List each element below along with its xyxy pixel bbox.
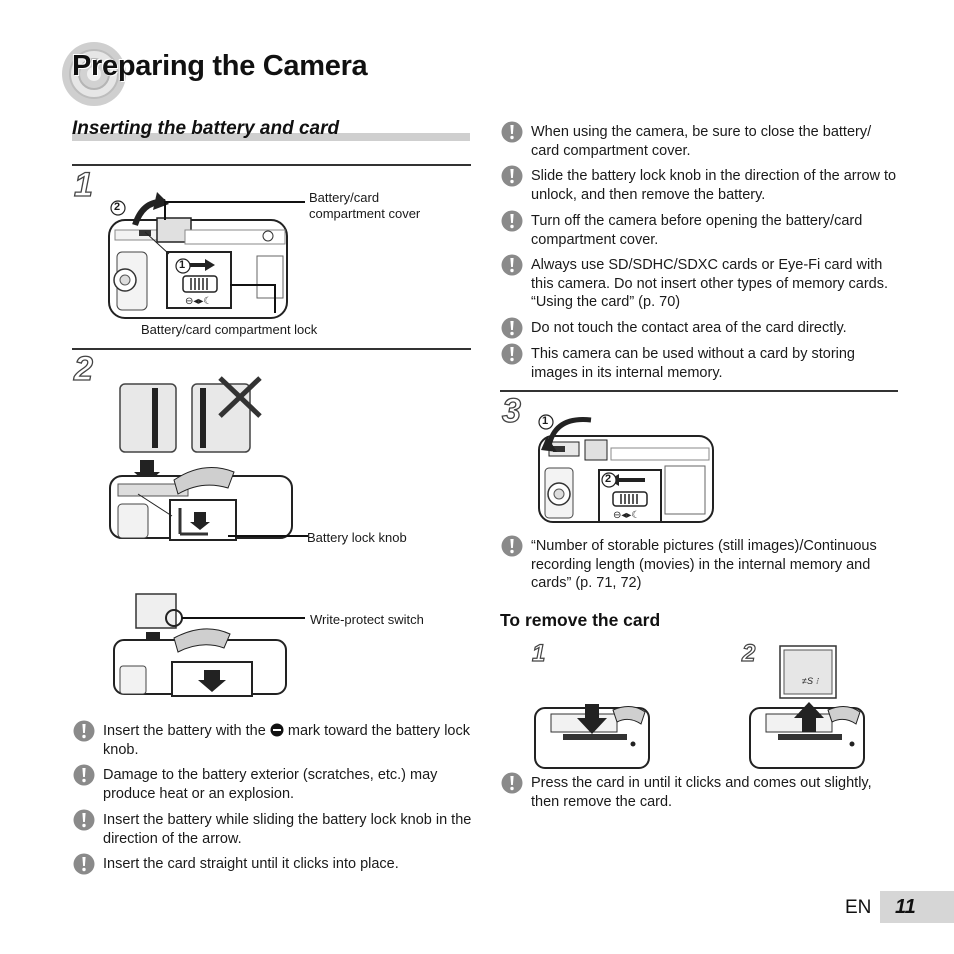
marker-1-circle: [538, 414, 554, 430]
marker-1-circle: [175, 258, 191, 274]
note-press-card: Press the card in until it clicks and co…: [501, 772, 901, 811]
note-contact-area: Do not touch the contact area of the car…: [501, 317, 901, 339]
callout-write-protect: Write-protect switch: [310, 612, 424, 627]
step-1-number: 1: [73, 166, 93, 204]
caution-icon: [73, 853, 95, 875]
step-2-rule: [72, 348, 471, 350]
note-insert-card: Insert the card straight until it clicks…: [73, 853, 473, 875]
note-close-cover: When using the camera, be sure to close …: [501, 121, 901, 160]
note-unlock-battery: Slide the battery lock knob in the direc…: [501, 165, 901, 204]
remove-step-1-number: 1: [531, 640, 546, 667]
remove-card-heading: To remove the card: [500, 610, 661, 630]
page-title: Preparing the Camera: [72, 50, 368, 82]
note-battery-damage: Damage to the battery exterior (scratche…: [73, 764, 473, 803]
remove-step-1-illustration: [534, 704, 650, 769]
caution-icon: [501, 254, 523, 276]
remove-step-2-number: 2: [741, 640, 756, 667]
step-1-rule: [72, 164, 471, 166]
marker-2-circle: [110, 200, 126, 216]
minus-circle-icon: [270, 723, 284, 737]
caution-icon: [501, 317, 523, 339]
caution-icon: [73, 720, 95, 742]
svg-text:⊖◂▸☾: ⊖◂▸☾: [613, 510, 640, 521]
callout-compartment-lock: Battery/card compartment lock: [141, 322, 318, 337]
note-internal-memory: This camera can be used without a card b…: [501, 343, 901, 382]
caution-icon: [501, 210, 523, 232]
svg-text:≠S ⁝: ≠S ⁝: [802, 676, 819, 686]
caution-icon: [501, 772, 523, 794]
caution-icon: [73, 809, 95, 831]
marker-1-label: 1: [542, 415, 549, 427]
marker-2-label: 2: [114, 201, 121, 213]
step-3-camera-illustration: ⊖◂▸☾: [538, 417, 714, 523]
note-card-types: Always use SD/SDHC/SDXC cards or Eye-Fi …: [501, 254, 901, 312]
remove-step-2-illustration: ≠S ⁝: [749, 645, 865, 769]
note-turn-off: Turn off the camera before opening the b…: [501, 210, 901, 249]
note-storable-pictures: “Number of storable pictures (still imag…: [501, 535, 901, 593]
step-2-battery-illustration: [109, 376, 308, 541]
marker-2-label: 2: [605, 473, 612, 485]
note-battery-mark: Insert the battery with the mark toward …: [73, 720, 473, 759]
caution-icon: [501, 535, 523, 557]
caution-icon: [501, 343, 523, 365]
section-heading-bar: [72, 133, 470, 141]
marker-2-circle: [601, 472, 617, 488]
caution-icon: [501, 165, 523, 187]
callout-battery-lock-knob: Battery lock knob: [307, 530, 407, 545]
caution-icon: [501, 121, 523, 143]
footer-language: EN: [845, 897, 872, 918]
step-2-card-illustration: [113, 593, 305, 697]
marker-1-label: 1: [179, 259, 186, 271]
step-2-number: 2: [73, 350, 93, 388]
step-3-rule: [500, 390, 898, 392]
footer-page-box: [880, 891, 954, 923]
page-number: 11: [895, 896, 916, 918]
svg-text:⊖◂▸☾: ⊖◂▸☾: [185, 296, 212, 307]
step-1-camera-illustration: ⊖◂▸☾: [108, 192, 305, 319]
section-heading: Inserting the battery and card: [72, 118, 340, 139]
step-3-number: 3: [501, 392, 521, 430]
caution-icon: [73, 764, 95, 786]
camera-lens-emblem: [62, 42, 126, 106]
callout-cover: Battery/card compartment cover: [309, 190, 421, 221]
note-insert-battery-slide: Insert the battery while sliding the bat…: [73, 809, 473, 848]
